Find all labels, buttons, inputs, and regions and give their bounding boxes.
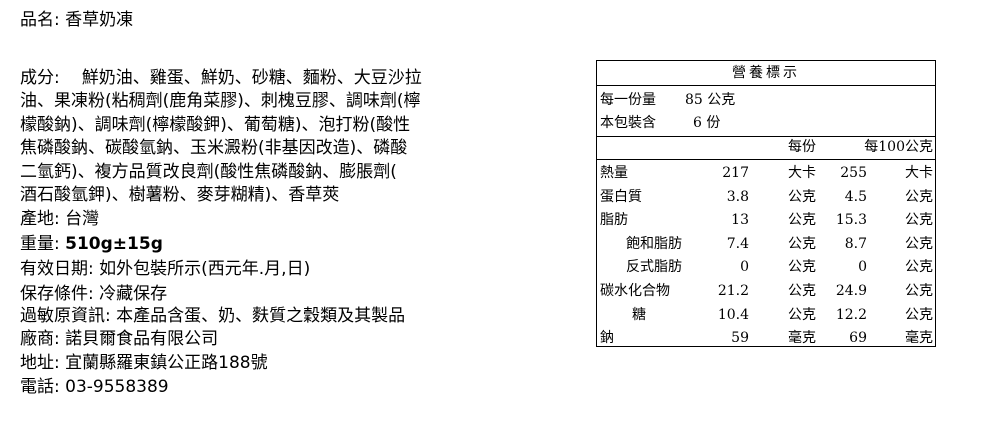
nutrient-per-100g-unit: 公克 [905, 188, 933, 205]
weight-label: 重量: [20, 234, 66, 254]
origin: 產地: 台灣 [20, 209, 100, 229]
nutrient-per-serving-unit: 公克 [788, 283, 816, 299]
nutrient-per-serving-value: 13 [731, 212, 749, 229]
nutrient-name: 糖 [632, 306, 646, 323]
ingredients-line: 油、果凍粉(粘稠劑(鹿角菜膠)、刺槐豆膠、調味劑(檸 [20, 91, 421, 112]
nutrient-per-100g-value: 4.5 [844, 188, 867, 205]
nutrient-per-100g-unit: 公克 [905, 259, 933, 276]
nutrient-name: 熱量 [600, 165, 628, 181]
ingredients-block: 成分: 鮮奶油、雞蛋、鮮奶、砂糖、麵粉、大豆沙拉 油、果凍粉(粘稠劑(鹿角菜膠)、… [20, 67, 465, 207]
serving-size-label: 每一份量 [600, 92, 656, 108]
weight: 重量: 510g±15g [20, 234, 163, 254]
nutrient-per-100g-value: 255 [840, 165, 867, 181]
nutrient-per-100g-value: 12.2 [835, 306, 867, 323]
nutrient-per-serving-unit: 公克 [788, 235, 816, 252]
nutrient-per-100g-unit: 公克 [905, 212, 933, 229]
servings-value: 6 份 [693, 115, 721, 131]
nutrient-per-100g-value: 15.3 [835, 212, 867, 229]
servings-per-package-row: 本包裝含 6 份 [597, 112, 935, 134]
nutrient-per-serving-value: 21.2 [717, 283, 749, 299]
nutrient-per-serving-value: 0 [740, 259, 749, 276]
nutrient-name: 飽和脂肪 [626, 235, 682, 252]
nutrient-per-100g-unit: 公克 [905, 283, 933, 299]
weight-value: 510g±15g [65, 234, 163, 254]
nutrient-name: 鈉 [600, 330, 614, 347]
divider [597, 136, 935, 137]
nutrient-row: 碳水化合物 21.2 公克 24.9 公克 [597, 280, 935, 302]
nutrient-name: 脂肪 [600, 212, 628, 229]
nutrient-per-100g-unit: 公克 [905, 306, 933, 323]
col-per-serving: 每份 [788, 139, 816, 155]
address: 地址: 宜蘭縣羅東鎮公正路188號 [20, 353, 268, 373]
column-header-row: 每份 每100公克 [597, 136, 935, 158]
nutrient-row: 脂肪 13 公克 15.3 公克 [597, 209, 935, 231]
nutrient-row: 熱量 217 大卡 255 大卡 [597, 162, 935, 184]
nutrient-per-serving-value: 7.4 [726, 235, 749, 252]
manufacturer: 廠商: 諾貝爾食品有限公司 [20, 329, 219, 349]
nutrient-per-serving-unit: 公克 [788, 212, 816, 229]
nutrient-per-100g-value: 0 [858, 259, 867, 276]
nutrition-table: 營養標示 每一份量 85 公克 本包裝含 6 份 每份 每100公克 熱量 217… [596, 60, 936, 347]
expiry-date: 有效日期: 如外包裝所示(西元年.月,日) [20, 259, 311, 279]
product-name: 品名: 香草奶凍 [20, 10, 134, 30]
nutrient-row: 糖 10.4 公克 12.2 公克 [597, 304, 935, 326]
nutrient-row: 蛋白質 3.8 公克 4.5 公克 [597, 186, 935, 208]
nutrient-per-serving-value: 217 [722, 165, 749, 181]
nutrient-per-serving-unit: 大卡 [788, 165, 816, 181]
nutrient-per-serving-unit: 公克 [788, 259, 816, 276]
nutrient-per-serving-value: 3.8 [726, 188, 749, 205]
storage-conditions: 保存條件: 冷藏保存 [20, 284, 168, 304]
nutrition-title: 營養標示 [597, 61, 935, 86]
ingredients-line: 焦磷酸鈉、碳酸氫鈉、玉米澱粉(非基因改造)、磷酸 [20, 138, 408, 159]
nutrient-row: 反式脂肪 0 公克 0 公克 [597, 256, 935, 278]
allergen-info: 過敏原資訊: 本產品含蛋、奶、麩質之穀類及其製品 [20, 306, 406, 326]
nutrient-per-serving-unit: 公克 [788, 306, 816, 323]
nutrient-per-100g-unit: 公克 [905, 235, 933, 252]
ingredients-line: 鮮奶油、雞蛋、鮮奶、砂糖、麵粉、大豆沙拉 [81, 68, 422, 88]
nutrient-per-100g-value: 8.7 [844, 235, 867, 252]
nutrient-name: 碳水化合物 [600, 283, 670, 299]
ingredients-line: 酒石酸氫鉀)、樹薯粉、麥芽糊精)、香草莢 [20, 185, 340, 206]
phone: 電話: 03-9558389 [20, 377, 169, 397]
nutrient-row: 飽和脂肪 7.4 公克 8.7 公克 [597, 233, 935, 255]
ingredients-line: 檬酸鈉)、調味劑(檸檬酸鉀)、葡萄糖)、泡打粉(酸性 [20, 114, 411, 135]
nutrient-per-100g-unit: 大卡 [905, 165, 933, 181]
nutrient-per-serving-value: 10.4 [717, 306, 749, 323]
nutrient-per-serving-value: 59 [731, 330, 749, 347]
ingredients-label: 成分: [20, 68, 60, 88]
nutrient-name: 蛋白質 [600, 188, 642, 205]
ingredients-line: 二氫鈣)、複方品質改良劑(酸性焦磷酸鈉、膨脹劑( [20, 161, 397, 182]
nutrient-per-serving-unit: 公克 [788, 188, 816, 205]
nutrient-per-100g-unit: 毫克 [905, 330, 933, 347]
servings-label: 本包裝含 [600, 115, 656, 131]
nutrient-name: 反式脂肪 [626, 259, 682, 276]
nutrient-per-100g-value: 69 [849, 330, 867, 347]
col-per-100g: 每100公克 [864, 139, 933, 155]
serving-size-value: 85 公克 [685, 92, 736, 108]
nutrient-row: 鈉 59 毫克 69 毫克 [597, 327, 935, 349]
divider [597, 159, 935, 160]
serving-size-row: 每一份量 85 公克 [597, 89, 935, 111]
nutrient-per-serving-unit: 毫克 [788, 330, 816, 347]
nutrient-per-100g-value: 24.9 [835, 283, 867, 299]
